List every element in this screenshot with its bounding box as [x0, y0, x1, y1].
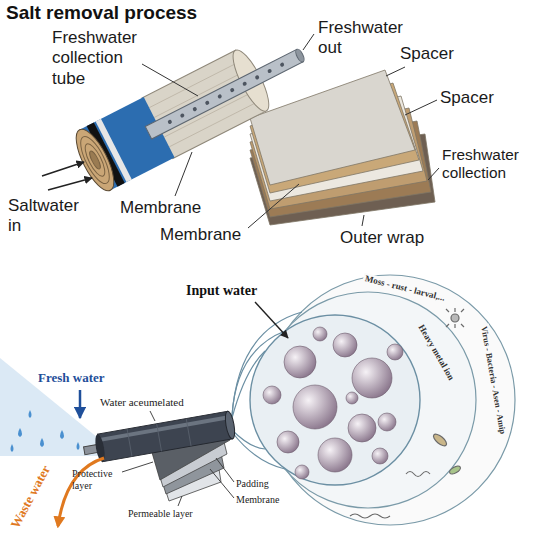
water-drops	[60, 430, 64, 439]
spiral-ring	[88, 150, 102, 171]
water-drops	[11, 410, 80, 452]
flow-label: Waste water	[6, 461, 54, 533]
leader-lines	[405, 100, 437, 115]
ion-spheres	[333, 333, 357, 357]
part-label: Saltwater in	[8, 196, 92, 237]
ion-spheres	[352, 358, 392, 398]
tube-holes	[230, 87, 235, 92]
water-drops	[29, 410, 32, 418]
ion-spheres	[318, 438, 352, 472]
microorganisms	[446, 308, 464, 328]
part-label: Spacer	[400, 44, 480, 64]
inflow-arrows	[48, 178, 92, 190]
leader-lines	[210, 469, 234, 498]
microorganisms	[432, 432, 449, 448]
part-label: Membrane	[236, 494, 306, 506]
leader-lines	[175, 152, 192, 196]
tube-holes	[205, 100, 210, 105]
microorganisms	[448, 464, 461, 475]
tube-holes	[192, 106, 197, 111]
leader-lines	[303, 34, 314, 50]
part-label: Membrane	[160, 225, 260, 245]
inflow-arrows	[42, 162, 84, 176]
spacer-sheet	[250, 70, 415, 185]
ion-spheres	[372, 448, 388, 464]
leader-lines	[248, 184, 299, 228]
microorganisms	[350, 308, 464, 518]
microorganisms	[350, 514, 390, 518]
ion-spheres	[263, 327, 403, 479]
part-label: Spacer	[440, 88, 520, 108]
part-label: Freshwater collection	[442, 146, 538, 183]
cartridge-grid	[127, 419, 191, 457]
part-label: Padding	[236, 478, 296, 490]
horn-lines	[232, 430, 265, 449]
leader-lines	[216, 458, 234, 482]
microorganisms	[406, 472, 430, 477]
tube-holes	[242, 81, 247, 86]
part-label: Freshwater out	[318, 18, 410, 59]
horn-lines	[232, 312, 302, 469]
ion-spheres	[277, 431, 299, 453]
flow-label: Input water	[186, 283, 316, 300]
ion-spheres	[313, 327, 327, 341]
filter-circles	[250, 275, 515, 525]
leader-lines	[386, 67, 405, 76]
zone-label: Heavy metal ion	[414, 320, 457, 383]
part-label: Water aceumelated	[100, 396, 220, 409]
water-drops	[18, 428, 22, 437]
water-drops	[77, 442, 80, 450]
cartridge-body	[98, 411, 233, 461]
tube-end	[294, 48, 306, 63]
spiral-end	[69, 124, 121, 195]
cartridge-highlight	[98, 415, 229, 442]
tube-holes	[167, 62, 285, 125]
ion-spheres	[284, 346, 316, 378]
ion-spheres	[263, 386, 281, 404]
leader-lines	[142, 64, 198, 96]
ion-spheres	[348, 414, 376, 442]
tube-holes	[254, 75, 259, 80]
ion-spheres	[387, 344, 403, 360]
tube-holes	[217, 94, 222, 99]
flow-label: Fresh water	[38, 370, 148, 386]
inner-zone	[250, 315, 420, 485]
spiral-ring	[81, 141, 108, 179]
part-label: Freshwater collection tube	[52, 28, 152, 89]
zone-label: Virus - Bacteria - Asen - Amip	[478, 323, 508, 436]
cartridge-end	[224, 411, 237, 440]
tube-holes	[167, 119, 172, 124]
leader-lines	[178, 496, 182, 506]
water-drops	[40, 438, 44, 447]
water-drops	[11, 444, 14, 452]
leader-lines	[122, 462, 153, 472]
ion-spheres	[346, 392, 358, 404]
part-label: Protective layer	[72, 468, 128, 492]
leader-lines	[428, 168, 439, 180]
spiral-ring	[75, 133, 115, 188]
horn-lines	[232, 432, 285, 469]
title: Salt removal process	[6, 2, 197, 25]
leader-lines	[150, 411, 155, 421]
filter-cartridge	[82, 411, 237, 465]
leader-lines	[122, 411, 234, 506]
fresh-water-arrow	[79, 390, 82, 418]
inflow-arrows	[42, 162, 92, 190]
ion-spheres	[295, 465, 309, 479]
tube-holes	[279, 62, 284, 67]
input-arrow	[255, 302, 288, 338]
leader-lines	[362, 215, 364, 226]
ion-spheres	[378, 413, 396, 431]
part-label: Membrane	[120, 198, 220, 218]
tube-holes	[180, 113, 185, 118]
ion-spheres	[293, 385, 337, 429]
microorganisms	[451, 314, 459, 322]
zone-label: Moss - rust - larval,...	[362, 272, 448, 303]
tube-holes	[267, 68, 272, 73]
part-label: Outer wrap	[340, 228, 460, 248]
part-label: Permeable layer	[128, 508, 238, 520]
collection-tube	[145, 49, 303, 139]
